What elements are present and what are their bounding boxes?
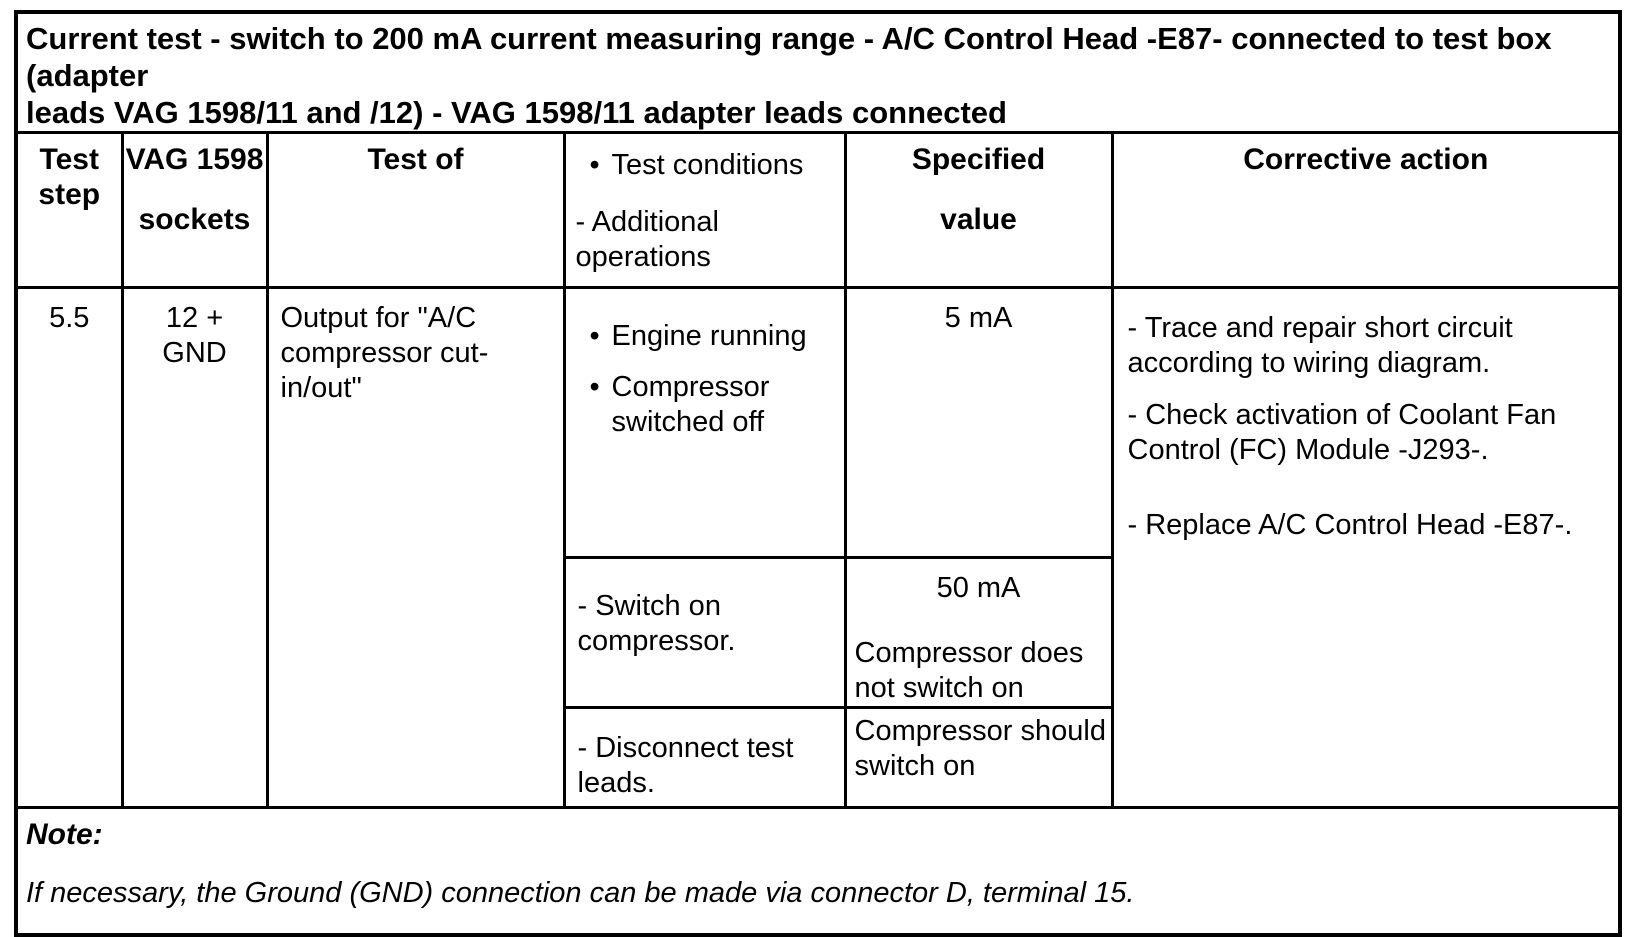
header-vag-sockets: VAG 1598 sockets xyxy=(120,131,269,289)
header-test-conditions: • Test conditions - Additional operation… xyxy=(562,131,847,289)
cell-test-step: 5.5 xyxy=(14,286,124,809)
cell-value-2: 50 mA Compressor does not switch on xyxy=(843,556,1114,709)
cell-specified-value: 5 mA xyxy=(843,286,1114,559)
cell-sockets: 12 + GND xyxy=(120,286,269,809)
header-specified-bottom: value xyxy=(940,203,1017,236)
result-note: Compressor should switch on xyxy=(854,715,1106,782)
note-section: Note: If necessary, the Ground (GND) con… xyxy=(14,806,1622,936)
table-title: Current test - switch to 200 mA current … xyxy=(14,10,1622,134)
bullet-icon: • xyxy=(589,149,600,181)
cell-operation-3: - Disconnect test leads. xyxy=(562,706,847,809)
header-conditions-item: • Test conditions xyxy=(582,148,838,183)
condition-item: • Engine running xyxy=(582,319,843,354)
header-vag-top: VAG 1598 xyxy=(125,143,264,176)
current-test-table: Current test - switch to 200 mA current … xyxy=(14,10,1622,937)
header-test-step: Test step xyxy=(14,131,124,289)
cell-test-of: Output for "A/C compressor cut-in/out" xyxy=(265,286,566,809)
condition-item: • Compressor switched off xyxy=(582,370,843,440)
note-text: If necessary, the Ground (GND) connectio… xyxy=(26,877,1135,909)
header-vag-bottom: sockets xyxy=(138,203,251,236)
bullet-icon: • xyxy=(589,371,600,403)
cell-operation-2: - Switch on compressor. xyxy=(562,556,847,709)
header-specified-top: Specified xyxy=(911,143,1046,176)
cell-value-3: Compressor should switch on xyxy=(843,706,1114,809)
cell-corrective-action: - Trace and repair short circuit accordi… xyxy=(1110,286,1622,809)
cell-test-conditions: • Engine running • Compressor switched o… xyxy=(562,286,847,559)
title-line-1: Current test - switch to 200 mA current … xyxy=(26,21,1552,93)
corrective-item: - Replace A/C Control Head -E87-. xyxy=(1127,509,1573,541)
result-note: Compressor does not switch on xyxy=(854,637,1084,704)
specified-value: 50 mA xyxy=(936,572,1021,604)
bullet-icon: • xyxy=(589,320,600,352)
corrective-item: - Check activation of Coolant Fan Contro… xyxy=(1127,399,1557,466)
title-line-2: leads VAG 1598/11 and /12) - VAG 1598/11… xyxy=(26,95,1007,130)
note-label: Note: xyxy=(26,818,103,851)
header-corrective-action: Corrective action xyxy=(1110,131,1622,289)
corrective-item: - Trace and repair short circuit accordi… xyxy=(1127,312,1513,379)
header-additional-operations: - Additional operations xyxy=(575,206,720,273)
header-specified-value: Specified value xyxy=(843,131,1114,289)
header-test-of: Test of xyxy=(265,131,566,289)
